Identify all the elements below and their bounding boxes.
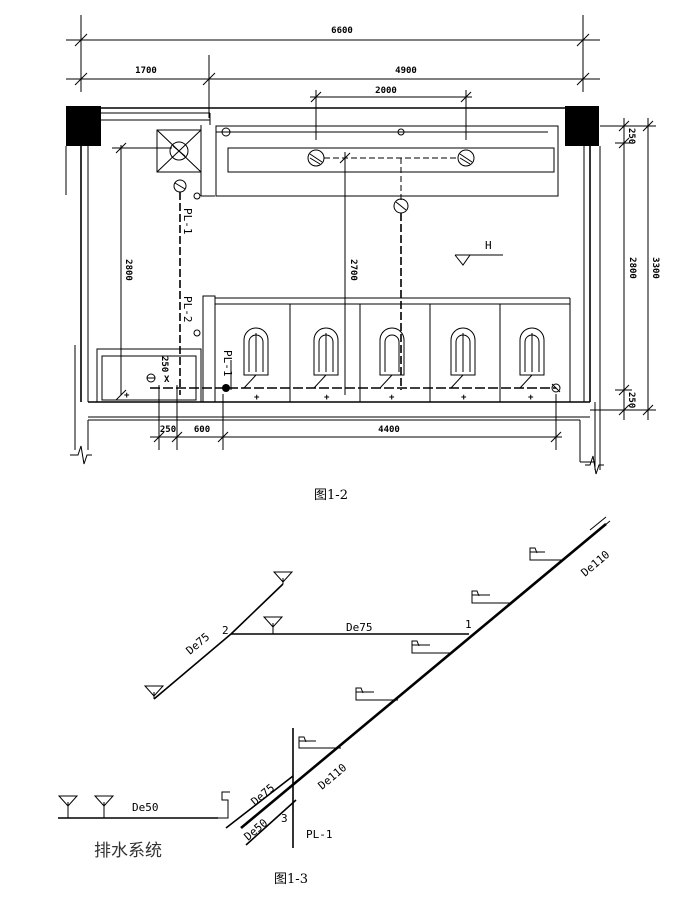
toilet-5: + — [519, 327, 545, 403]
label-de110-mid: De110 — [316, 761, 350, 792]
label-de75-low: De75 — [249, 781, 278, 808]
svg-text:+: + — [389, 393, 395, 403]
dim-left-height: 2800 — [123, 259, 133, 281]
dim-basin-spacing: 2000 — [375, 86, 397, 96]
label-pl2: PL-2 — [181, 296, 194, 323]
label-node-2: 2 — [222, 624, 229, 637]
dim-mid-height: 2700 — [348, 259, 358, 281]
svg-text:+: + — [124, 391, 130, 401]
label-system-name: 排水系统 — [94, 841, 162, 861]
label-de50-low: De50 — [242, 816, 271, 843]
trap-branch-1 — [529, 547, 562, 561]
trap-branch-4 — [355, 687, 398, 701]
toilet-2: + — [313, 304, 361, 403]
floor-drain-shaft — [173, 179, 187, 193]
label-node-3: 3 — [281, 812, 288, 825]
wash-basin-left — [307, 149, 325, 167]
dim-right-bottom: 250 — [626, 392, 636, 408]
dim-right-span: 4900 — [395, 66, 417, 76]
column-right — [565, 106, 599, 146]
column-left — [66, 106, 101, 146]
dim-total: 6600 — [331, 26, 353, 36]
dim-small-250: 250 — [159, 356, 169, 372]
label-pl1: PL-1 — [306, 828, 333, 841]
label-de75-branch: De75 — [346, 621, 373, 634]
svg-text:+: + — [324, 393, 330, 403]
dim-bottom-b: 600 — [194, 425, 210, 435]
toilet-stalls: + + + + — [243, 304, 545, 403]
wash-basin-right — [457, 149, 475, 167]
plan-drawing: 6600 1700 4900 2000 — [65, 15, 660, 475]
caption-figure-1-2: 图1-2 — [314, 488, 348, 503]
label-de110-top: De110 — [579, 548, 613, 579]
dim-bottom-a: 250 — [160, 425, 176, 435]
label-elevation-mark: H — [485, 239, 492, 252]
toilet-4: + — [450, 304, 501, 403]
toilet-1: + — [243, 304, 291, 403]
caption-figure-1-3: 图1-3 — [274, 872, 308, 887]
dim-right-top: 250 — [626, 128, 636, 144]
svg-text:X: X — [164, 375, 170, 385]
dim-right-total: 3300 — [650, 257, 660, 279]
dim-right-mid: 2800 — [627, 257, 637, 279]
label-node-1: 1 — [465, 618, 472, 631]
label-de50-branch: De50 — [132, 801, 159, 814]
toilet-3: + — [379, 304, 431, 403]
label-pl1-mid: PL-1 — [221, 350, 234, 377]
trap-branch-2 — [471, 590, 512, 604]
dim-bottom-c: 4400 — [378, 425, 400, 435]
floor-drain-center — [393, 198, 409, 214]
trap-branch-5 — [298, 736, 341, 749]
trap-branch-3 — [411, 640, 452, 654]
dim-left-span: 1700 — [135, 66, 157, 76]
svg-text:+: + — [528, 393, 534, 403]
isometric-drawing: De75 2 De75 1 De110 De110 De75 De50 3 PL… — [57, 516, 613, 861]
label-pl1-top: PL-1 — [181, 208, 194, 235]
svg-text:+: + — [254, 393, 260, 403]
svg-text:+: + — [461, 393, 467, 403]
